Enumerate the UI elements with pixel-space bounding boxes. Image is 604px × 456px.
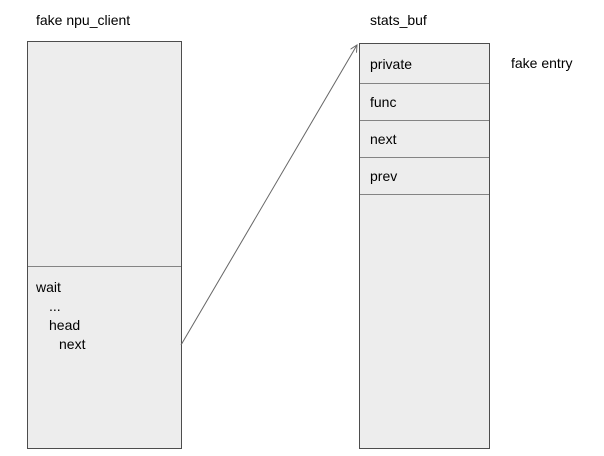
field-ellipsis: ... (49, 298, 61, 314)
field-head: head (49, 317, 81, 333)
right-box-title: stats_buf (370, 12, 427, 28)
fake-entry-label: fake entry (511, 55, 573, 71)
left-box-fields: wait ... head next (28, 278, 85, 354)
row-private: private (360, 44, 489, 84)
stats-buf-box: private func next prev (359, 43, 490, 449)
left-box-title: fake npu_client (36, 12, 131, 28)
row-prev: prev (360, 158, 489, 195)
row-next: next (360, 121, 489, 158)
npu-client-box: wait ... head next (27, 41, 182, 449)
row-func: func (360, 84, 489, 121)
left-box-divider (28, 266, 181, 267)
field-wait: wait (36, 279, 61, 295)
field-next: next (59, 336, 86, 352)
